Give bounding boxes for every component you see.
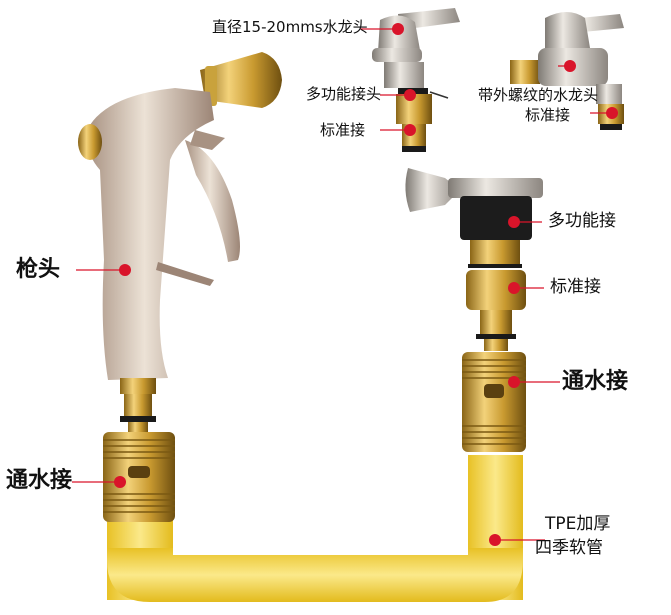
marker-dot [508,216,520,228]
marker-dot [114,476,126,488]
label-multi-connector-head: 多功能接头 [306,85,382,103]
marker-dot [392,23,404,35]
marker-dot [119,264,131,276]
faucet-icon [510,12,624,130]
label-standard-connector-right: 标准接 [525,106,571,124]
label-hose-line2: 四季软管 [535,538,603,558]
label-hose-line1: TPE加厚 [545,514,611,534]
label-gun-head: 枪头 [16,257,61,282]
standard-connector-part [466,270,526,351]
label-through-connector-left: 通水接 [6,468,73,493]
marker-dot [508,376,520,388]
marker-dot [606,107,618,119]
marker-dot [404,124,416,136]
label-through-connector-right: 通水接 [562,369,629,394]
marker-dots [114,23,618,546]
label-faucet-15-20mm: 直径15-20mms水龙头 [212,18,368,36]
spray-gun-icon [78,52,282,432]
label-multi-connector: 多功能接 [548,211,616,231]
marker-dot [508,282,520,294]
marker-dot [564,60,576,72]
label-standard-connector: 标准接 [550,277,601,297]
label-standard-connector-top: 标准接 [320,121,366,139]
quick-connector-icon [103,432,175,522]
tpe-hose [107,455,523,602]
quick-connector-icon [462,352,526,452]
hose-clamp-icon [405,168,543,268]
label-external-thread-faucet: 带外螺纹的水龙头 [478,86,599,104]
marker-dot [489,534,501,546]
marker-dot [404,89,416,101]
